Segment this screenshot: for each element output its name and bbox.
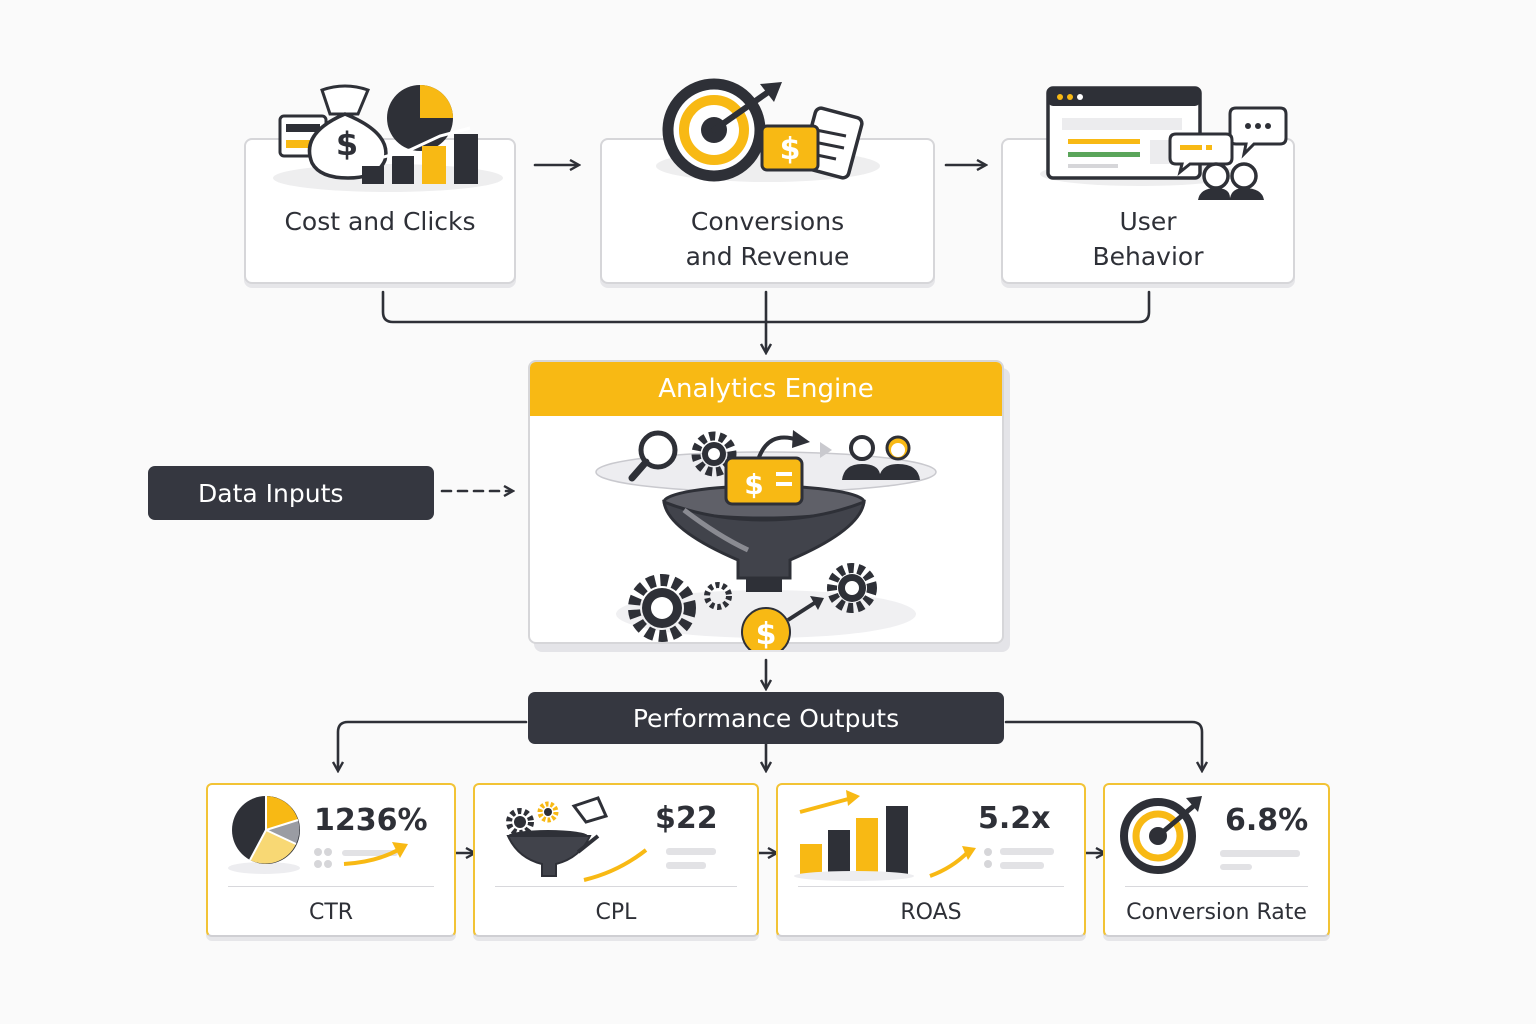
metric-value: $22: [655, 801, 718, 836]
browser-users-icon: [1040, 86, 1288, 200]
divider: [798, 886, 1064, 887]
metric-label: CTR: [308, 900, 354, 925]
performance-outputs-pill: Performance Outputs: [528, 692, 1004, 744]
metric-value: 5.2x: [978, 801, 1051, 836]
metric-label: CPL: [595, 900, 637, 925]
money-bag-icon: $: [273, 84, 503, 192]
funnel-icon: [506, 796, 716, 882]
source-label: Conversions and Revenue: [685, 207, 850, 271]
branch-right: [1004, 720, 1202, 770]
target-icon: [1120, 796, 1300, 874]
metric-card-roas: 5.2x ROAS: [776, 783, 1086, 937]
metric-card-conversion-rate: 6.8% Conversion Rate: [1103, 783, 1330, 937]
bar-chart-icon: [794, 790, 1054, 881]
svg-text:$: $: [336, 125, 358, 163]
source-label: Cost and Clicks: [284, 207, 476, 236]
data-inputs-label: Data Inputs: [198, 478, 344, 508]
divider: [228, 886, 434, 887]
metric-value: 6.8%: [1225, 803, 1309, 838]
branch-left: [338, 720, 528, 770]
target-icon: $: [656, 78, 880, 182]
metric-label: Conversion Rate: [1126, 900, 1307, 925]
source-label: User Behavior: [1092, 207, 1204, 271]
svg-text:$: $: [756, 617, 777, 650]
metric-card-cpl: $22 CPL: [473, 783, 759, 937]
pie-chart-icon: [228, 796, 408, 874]
data-inputs-pill: Data Inputs: [148, 466, 434, 520]
divider: [1125, 886, 1308, 887]
divider: [495, 886, 737, 887]
funnel-icon: $ $: [595, 430, 937, 650]
performance-outputs-label: Performance Outputs: [632, 703, 900, 733]
metric-value: 1236%: [314, 803, 428, 838]
metric-label: ROAS: [900, 900, 962, 925]
analytics-engine-title: Analytics Engine: [530, 362, 1002, 416]
svg-text:$: $: [780, 132, 801, 167]
svg-text:$: $: [744, 468, 763, 501]
